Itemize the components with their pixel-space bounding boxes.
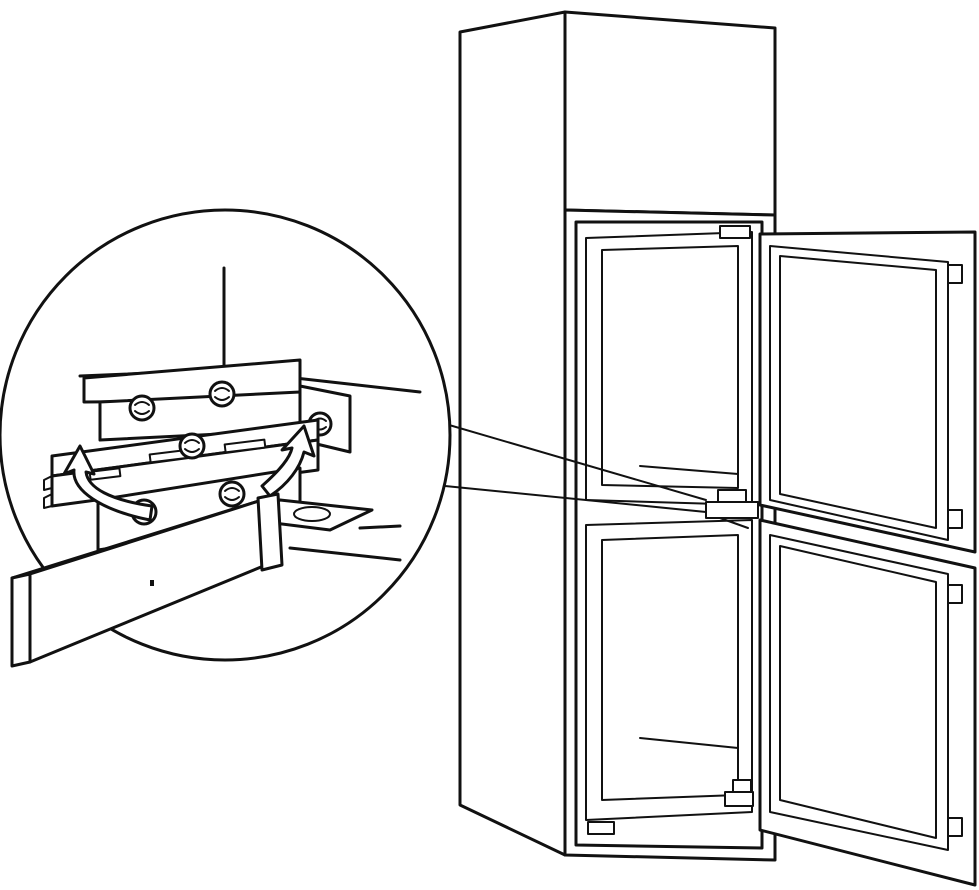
upper-door-top-hinge [947, 264, 963, 284]
callout-line-lower [424, 483, 707, 513]
lower-compartment [585, 519, 753, 821]
plate-slot [223, 438, 267, 454]
lower-door-panel [769, 534, 949, 851]
bottom-hinge-block [724, 791, 754, 807]
screw-icon [178, 432, 206, 460]
lower-door-top-hinge [947, 584, 963, 604]
upper-door-glass [779, 255, 937, 529]
upper-bracket-screws [128, 380, 236, 422]
screw-slot-icon [134, 401, 150, 415]
lower-door-bottom-hinge [947, 817, 963, 837]
screw-icon [218, 480, 246, 508]
lever-tool [10, 492, 284, 668]
upper-door-panel [769, 245, 949, 541]
upper-compartment-inner [601, 245, 739, 489]
screw-slot-icon [184, 439, 200, 453]
upper-compartment [585, 231, 753, 506]
appliance-body [574, 220, 764, 850]
middle-hinge-plate [705, 501, 759, 519]
lower-door-outer [758, 518, 977, 887]
lever-end-face [10, 572, 32, 668]
detail-frame-line [288, 546, 402, 562]
upper-door-bottom-hinge [947, 509, 963, 529]
screw-icon [208, 380, 236, 408]
cabinet-top-front [563, 10, 777, 217]
upper-door [758, 230, 977, 554]
slotted-plate-teeth [43, 475, 53, 509]
right-rotation-arrow-icon [260, 424, 316, 498]
plate-slot [88, 467, 122, 481]
lower-door-glass [779, 545, 937, 839]
callout-line-upper [431, 419, 707, 501]
lever-hook [256, 492, 284, 572]
upper-door-outer [758, 230, 977, 554]
rotation-arrows [62, 424, 316, 522]
middle-hinge-edge [719, 517, 749, 529]
upper-shelf-line [639, 465, 739, 475]
lower-door [758, 518, 977, 887]
hinge-pin-hole [293, 506, 331, 522]
bottom-left-bracket [587, 821, 615, 835]
top-hinge-block [719, 225, 751, 239]
screw-slot-icon [214, 387, 230, 401]
middle-hinge-pin-block [717, 489, 747, 503]
middle-hinge [705, 489, 759, 529]
detail-door-edge [358, 524, 402, 530]
lower-shelf-line [639, 737, 739, 749]
lever-mark [150, 580, 154, 586]
left-rotation-arrow-icon [62, 444, 154, 522]
screw-slot-icon [224, 487, 240, 501]
screw-icon [128, 394, 156, 422]
hinge-detail [10, 266, 422, 668]
bottom-hinge-pin [732, 779, 752, 793]
plate-tooth-icon [43, 475, 53, 509]
